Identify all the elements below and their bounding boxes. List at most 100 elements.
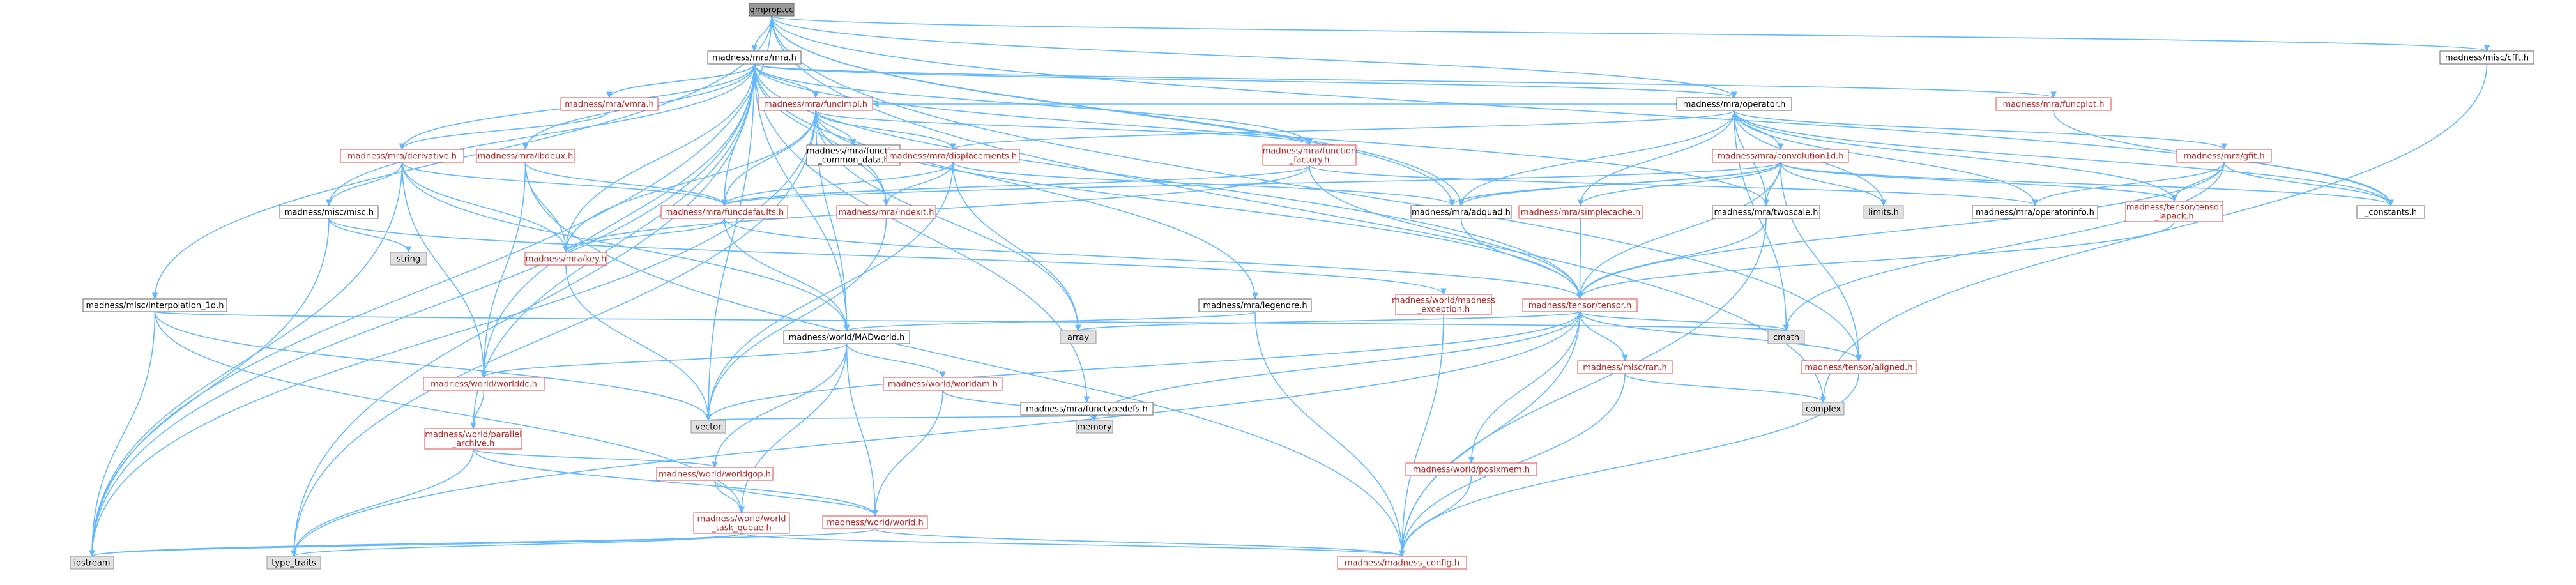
node-tensor[interactable]: madness/tensor/tensor.h xyxy=(1522,298,1638,312)
node-mra[interactable]: madness/mra/mra.h xyxy=(707,50,802,65)
edge-arrowhead xyxy=(1252,292,1258,300)
node-label: madness/world/madness xyxy=(1392,296,1495,306)
edge-key-to-vector xyxy=(565,264,709,421)
node-miscmisc[interactable]: madness/misc/misc.h xyxy=(279,205,379,219)
node-root[interactable]: qmprop.cc xyxy=(749,3,795,17)
node-box xyxy=(656,467,774,481)
node-fcdata[interactable]: madness/mra/function_common_data.h xyxy=(806,144,901,166)
edge-posixmem-to-config xyxy=(1401,475,1472,557)
edge-taskqueue-to-iostream xyxy=(91,533,742,557)
edge-displacements-to-indexit xyxy=(885,162,954,206)
node-ran[interactable]: madness/misc/ran.h xyxy=(1577,360,1673,374)
node-box xyxy=(1020,402,1154,416)
edge-conv1d-to-tensor xyxy=(1579,162,1781,300)
node-gfit[interactable]: madness/mra/gfit.h xyxy=(2176,149,2272,163)
node-indexit[interactable]: madness/mra/indexit.h xyxy=(836,205,936,219)
node-aligned[interactable]: madness/tensor/aligned.h xyxy=(1801,360,1917,374)
edge-tensorlapack-to-tensor xyxy=(1579,221,2175,300)
edge-miscmisc-to-madexc xyxy=(328,218,1444,295)
node-box xyxy=(1972,205,2098,219)
edge-world-to-config xyxy=(874,528,1403,557)
node-worldam[interactable]: madness/world/worldam.h xyxy=(883,377,1003,391)
node-worlddc[interactable]: madness/world/worlddc.h xyxy=(423,377,545,391)
edge-arrowhead xyxy=(1577,199,1584,207)
node-world[interactable]: madness/world/world.h xyxy=(822,515,928,529)
node-label: madness/mra/key.h xyxy=(526,255,607,264)
node-label: _lapack.h xyxy=(2154,212,2193,222)
node-box xyxy=(1522,298,1638,312)
node-label: madness/misc/interpolation_1d.h xyxy=(86,301,224,311)
node-label: madness/tensor/tensor.h xyxy=(1528,301,1631,311)
edge-funcdefaults-to-tensor xyxy=(724,218,1581,300)
node-box xyxy=(1676,97,1792,111)
edge-root-to-aligned xyxy=(771,15,1859,361)
edge-operator-to-displacements xyxy=(952,110,1735,150)
node-funcfactory[interactable]: madness/mra/function_factory.h xyxy=(1262,144,1357,166)
node-adquad[interactable]: madness/mra/adquad.h xyxy=(1410,205,1512,219)
node-config[interactable]: madness/madness_config.h xyxy=(1337,556,1467,570)
edge-funcimpl-to-array xyxy=(815,110,1079,331)
edge-arrowhead xyxy=(563,246,569,254)
edge-derivative-to-key xyxy=(401,162,567,253)
edge-derivative-to-funcdefaults xyxy=(401,162,725,206)
edge-conv1d-to-aligned xyxy=(1780,162,1859,361)
node-madexc[interactable]: madness/world/madness_exception.h xyxy=(1392,294,1495,315)
node-operatorinfo[interactable]: madness/mra/operatorinfo.h xyxy=(1972,205,2098,219)
node-tensorlapack[interactable]: madness/tensor/tensor_lapack.h xyxy=(2125,201,2223,222)
edge-layer xyxy=(89,15,2490,558)
node-fft[interactable]: madness/misc/cfft.h xyxy=(2439,50,2534,65)
node-label: string xyxy=(397,255,420,264)
edge-arrowhead xyxy=(291,550,297,558)
edge-tensor-to-config xyxy=(1401,311,1581,557)
edge-arrowhead xyxy=(480,371,487,379)
node-displacements[interactable]: madness/mra/displacements.h xyxy=(886,149,1020,163)
node-label: madness/mra/funcimpl.h xyxy=(764,100,867,110)
node-constants[interactable]: _constants.h xyxy=(2356,205,2425,219)
node-label: qmprop.cc xyxy=(750,6,794,15)
edge-interp-to-iostream xyxy=(91,311,156,557)
node-operator[interactable]: madness/mra/operator.h xyxy=(1676,97,1792,111)
edge-arrowhead xyxy=(1576,310,1583,318)
node-simplecache[interactable]: madness/mra/simplecache.h xyxy=(1518,205,1643,219)
edge-twoscale-to-tensor xyxy=(1579,218,1767,300)
node-worldgop[interactable]: madness/world/worldgop.h xyxy=(656,467,774,481)
node-madworld[interactable]: madness/world/MADworld.h xyxy=(783,330,910,344)
node-funcplot[interactable]: madness/mra/funcplot.h xyxy=(1995,97,2112,111)
node-derivative[interactable]: madness/mra/derivative.h xyxy=(340,149,464,163)
node-taskqueue[interactable]: madness/world/world_task_queue.h xyxy=(693,512,790,534)
node-funcimpl[interactable]: madness/mra/funcimpl.h xyxy=(758,97,873,111)
node-label: madness/tensor/tensor xyxy=(2126,203,2223,213)
node-lbdeux[interactable]: madness/mra/lbdeux.h xyxy=(476,149,575,163)
node-box xyxy=(783,330,910,344)
node-functypedefs[interactable]: madness/mra/functypedefs.h xyxy=(1020,402,1154,416)
node-interp[interactable]: madness/misc/interpolation_1d.h xyxy=(82,298,227,312)
edge-arrowhead xyxy=(405,246,412,254)
node-complex: complex xyxy=(1802,402,1845,416)
node-box xyxy=(1518,205,1643,219)
node-funcdefaults[interactable]: madness/mra/funcdefaults.h xyxy=(660,205,788,219)
edge-funcimpl-to-funcfactory xyxy=(815,110,1310,146)
node-parallel[interactable]: madness/world/parallel_archive.h xyxy=(424,428,522,450)
node-vmra[interactable]: madness/mra/vmra.h xyxy=(560,97,659,111)
node-posixmem[interactable]: madness/world/posixmem.h xyxy=(1405,462,1537,476)
node-legendre[interactable]: madness/mra/legendre.h xyxy=(1198,298,1312,312)
node-label: madness/mra/lbdeux.h xyxy=(478,152,574,162)
node-label: vector xyxy=(695,423,722,432)
node-twoscale[interactable]: madness/mra/twoscale.h xyxy=(1712,205,1820,219)
edge-tensor-to-ran xyxy=(1579,311,1626,361)
node-box xyxy=(1395,294,1492,315)
edge-arrowhead xyxy=(751,45,758,52)
edge-derivative-to-iostream xyxy=(91,162,403,557)
edge-miscmisc-to-iostream xyxy=(91,218,330,557)
node-box xyxy=(1995,97,2112,111)
edge-tensor-to-typetraits xyxy=(293,311,1581,557)
edge-root-to-operator xyxy=(771,15,1735,98)
node-label: madness/mra/simplecache.h xyxy=(1521,208,1640,218)
node-key[interactable]: madness/mra/key.h xyxy=(524,252,607,266)
node-label: madness/mra/funcdefaults.h xyxy=(665,208,784,218)
node-label: madness/world/worldgop.h xyxy=(659,470,771,480)
node-label: madness/misc/cfft.h xyxy=(2445,54,2529,63)
node-vector: vector xyxy=(690,420,726,434)
node-conv1d[interactable]: madness/mra/convolution1d.h xyxy=(1712,149,1849,163)
edge-interp-to-cmath xyxy=(154,311,1787,331)
